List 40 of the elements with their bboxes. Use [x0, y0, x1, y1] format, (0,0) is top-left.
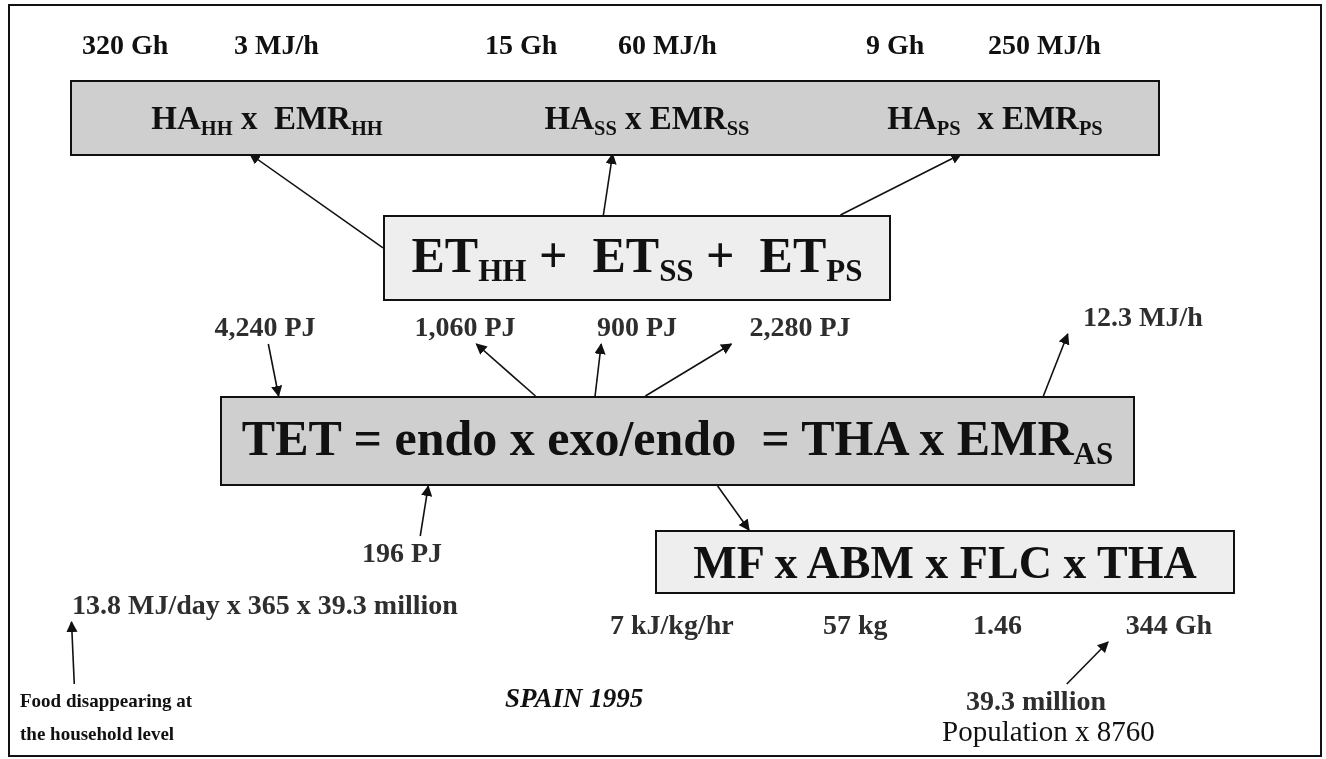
value-label: 7 kJ/kg/hr: [610, 610, 734, 641]
value-label: 13.8 MJ/day x 365 x 39.3 million: [30, 588, 500, 622]
value-label: 57 kg: [823, 610, 888, 641]
formula-box: [655, 530, 1235, 594]
arrow: [716, 485, 750, 531]
formula-text: HA$_{SS}$ x EMR$_{SS}$: [462, 82, 832, 154]
arrow: [594, 342, 606, 397]
value-label: 250 MJ/h: [988, 30, 1101, 61]
value-label: 900 PJ: [578, 310, 696, 344]
note-text: Food disappearing at the household level: [20, 684, 215, 754]
value-label: 39.3 million: [938, 684, 1134, 718]
formula-box: [383, 215, 891, 301]
value-label: 12.3 MJ/h: [1058, 300, 1228, 334]
value-label: 344 Gh: [1105, 608, 1233, 642]
value-label: 15 Gh: [485, 30, 558, 61]
arrow: [267, 343, 283, 398]
note-text: Population x 8760: [942, 716, 1155, 748]
formula-text: HA$_{HH}$ x EMR$_{HH}$: [72, 82, 462, 154]
formula-text: MF x ABM x FLC x THA: [693, 535, 1197, 589]
arrow: [1042, 332, 1070, 397]
arrow: [66, 620, 78, 685]
region-title: SPAIN 1995: [505, 684, 644, 714]
value-label: 60 MJ/h: [618, 30, 717, 61]
value-label: 4,240 PJ: [190, 310, 340, 344]
arrow: [419, 484, 433, 537]
value-label: 196 PJ: [343, 536, 461, 570]
formula-box: [70, 80, 1160, 156]
arrow: [644, 343, 733, 397]
value-label: 1,060 PJ: [390, 310, 540, 344]
value-label: 9 Gh: [866, 30, 925, 61]
formula-text: HA$_{PS}$ x EMR$_{PS}$: [832, 82, 1158, 154]
formula-text: ET$_{HH}$ + ET$_{SS}$ + ET$_{PS}$: [411, 226, 863, 290]
value-label: 3 MJ/h: [234, 30, 319, 61]
value-label: 1.46: [973, 610, 1022, 641]
formula-text: TET = endo x exo/endo = THA x EMR$_{AS}$: [241, 409, 1114, 473]
formula-box: [220, 396, 1135, 486]
arrow: [475, 343, 537, 397]
value-label: 320 Gh: [82, 30, 169, 61]
arrow: [1066, 641, 1109, 685]
value-label: 2,280 PJ: [725, 310, 875, 344]
